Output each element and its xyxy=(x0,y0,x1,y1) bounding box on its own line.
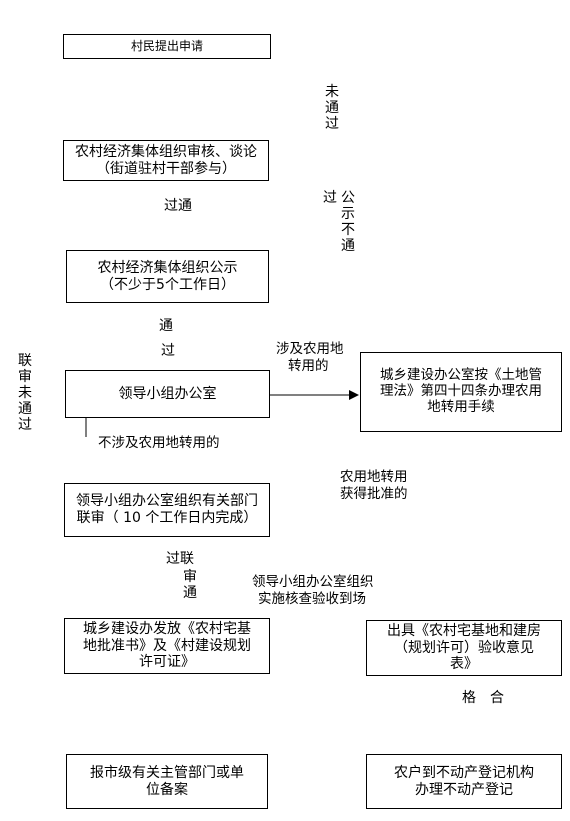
box-landuse-line2: 理法》第四十四条办理农用 xyxy=(380,383,542,400)
label-involves-line1: 涉及农用地 xyxy=(276,341,344,357)
label-joint-passed-char: 审 xyxy=(183,569,197,585)
box-filing-line1: 报市级有关主管部门或单 xyxy=(90,764,244,781)
box-register-line2: 办理不动产登记 xyxy=(415,781,513,798)
label-joint-passed-char: 通 xyxy=(183,585,197,601)
label-joint-passed-col: 审 通 xyxy=(182,569,198,601)
box-landuse-line3: 地转用手续 xyxy=(427,398,495,415)
label-publicity-char: 示 xyxy=(341,206,355,222)
box-joint-review-line1: 领导小组办公室组织有关部门 xyxy=(76,493,258,510)
label-joint-not-passed-char: 未 xyxy=(18,385,32,401)
box-collective-publicize-line2: （不少于5个工作日） xyxy=(100,276,235,293)
box-joint-review: 领导小组办公室组织有关部门 联审（ 10 个工作日内完成） xyxy=(64,483,270,537)
box-collective-publicize: 农村经济集体组织公示 （不少于5个工作日） xyxy=(66,250,269,303)
label-joint-not-passed-char: 过 xyxy=(18,417,32,433)
box-villager-apply: 村民提出申请 xyxy=(63,34,271,59)
label-not-passed-1-char: 通 xyxy=(325,100,339,116)
label-joint-passed-top: 过联 xyxy=(166,551,194,567)
box-collective-review-line2: （街道驻村干部参与） xyxy=(96,160,236,177)
box-issue-line1: 城乡建设办发放《农村宅基 xyxy=(83,621,251,638)
label-approved-line2: 获得批准的 xyxy=(340,485,408,502)
box-collective-review: 农村经济集体组织审核、谈论 （街道驻村干部参与） xyxy=(63,140,269,181)
label-farmland-approved: 农用地转用 获得批准的 xyxy=(340,469,408,503)
box-leading-group-office: 领导小组办公室 xyxy=(65,370,270,418)
label-publicity-char: 通 xyxy=(341,238,355,254)
label-joint-not-passed-char: 联 xyxy=(18,353,32,369)
label-joint-not-passed-char: 通 xyxy=(18,401,32,417)
label-not-passed-1: 未 通 过 xyxy=(324,84,340,132)
label-publicity-not-passed-left: 过 xyxy=(323,190,337,206)
label-inspection-line2: 实施核查验收到场 xyxy=(258,590,366,607)
box-landuse-line1: 城乡建设办公室按《土地管 xyxy=(380,367,542,384)
box-acceptance-report: 出具《农村宅基地和建房 （规划许可）验收意见 表》 xyxy=(366,620,562,676)
label-joint-not-passed: 联 审 未 通 过 xyxy=(17,353,33,433)
box-collective-publicize-line1: 农村经济集体组织公示 xyxy=(97,259,238,276)
box-register-line1: 农户到不动产登记机构 xyxy=(394,764,534,781)
label-inspection-line1: 领导小组办公室组织 xyxy=(252,574,374,590)
box-issue-certificates: 城乡建设办发放《农村宅基 地批准书》及《村建设规划 许可证》 xyxy=(64,618,270,674)
box-filing-line2: 位备案 xyxy=(146,781,188,798)
label-involves-line2: 转用的 xyxy=(288,357,329,374)
box-leading-group-office-text: 领导小组办公室 xyxy=(118,385,217,402)
label-inspection: 领导小组办公室组织 实施核查验收到场 xyxy=(252,574,374,608)
label-publicity-char: 公 xyxy=(341,190,355,206)
label-joint-not-passed-char: 审 xyxy=(18,369,32,385)
label-not-involves-farmland: 不涉及农用地转用的 xyxy=(98,435,220,451)
box-landuse-procedure: 城乡建设办公室按《土地管 理法》第四十四条办理农用 地转用手续 xyxy=(360,352,562,432)
label-passed-2-top: 通 xyxy=(159,318,173,334)
box-issue-line2: 地批准书》及《村建设规划 xyxy=(83,637,251,654)
label-not-passed-1-char: 未 xyxy=(325,84,339,100)
label-not-passed-1-char: 过 xyxy=(325,116,339,132)
box-joint-review-line2: 联审（ 10 个工作日内完成） xyxy=(76,510,258,526)
box-villager-apply-text: 村民提出申请 xyxy=(130,39,203,54)
label-involves-farmland: 涉及农用地 转用的 xyxy=(276,341,344,375)
label-approved-line1: 农用地转用 xyxy=(340,469,408,485)
label-publicity-not-passed: 公 示 不 通 xyxy=(340,190,356,254)
box-report-line3: 表》 xyxy=(450,656,478,673)
box-property-registration: 农户到不动产登记机构 办理不动产登记 xyxy=(366,754,562,809)
box-collective-review-line1: 农村经济集体组织审核、谈论 xyxy=(75,143,257,160)
label-publicity-char: 不 xyxy=(341,222,355,238)
label-passed-2-bottom: 过 xyxy=(161,343,175,359)
label-passed-1: 过通 xyxy=(164,198,192,214)
box-report-line1: 出具《农村宅基地和建房 xyxy=(387,623,541,640)
label-qualified: 格 合 xyxy=(462,690,504,706)
box-report-line2: （规划许可）验收意见 xyxy=(394,639,534,656)
box-filing: 报市级有关主管部门或单 位备案 xyxy=(66,754,268,809)
box-issue-line3: 许可证》 xyxy=(139,654,195,671)
